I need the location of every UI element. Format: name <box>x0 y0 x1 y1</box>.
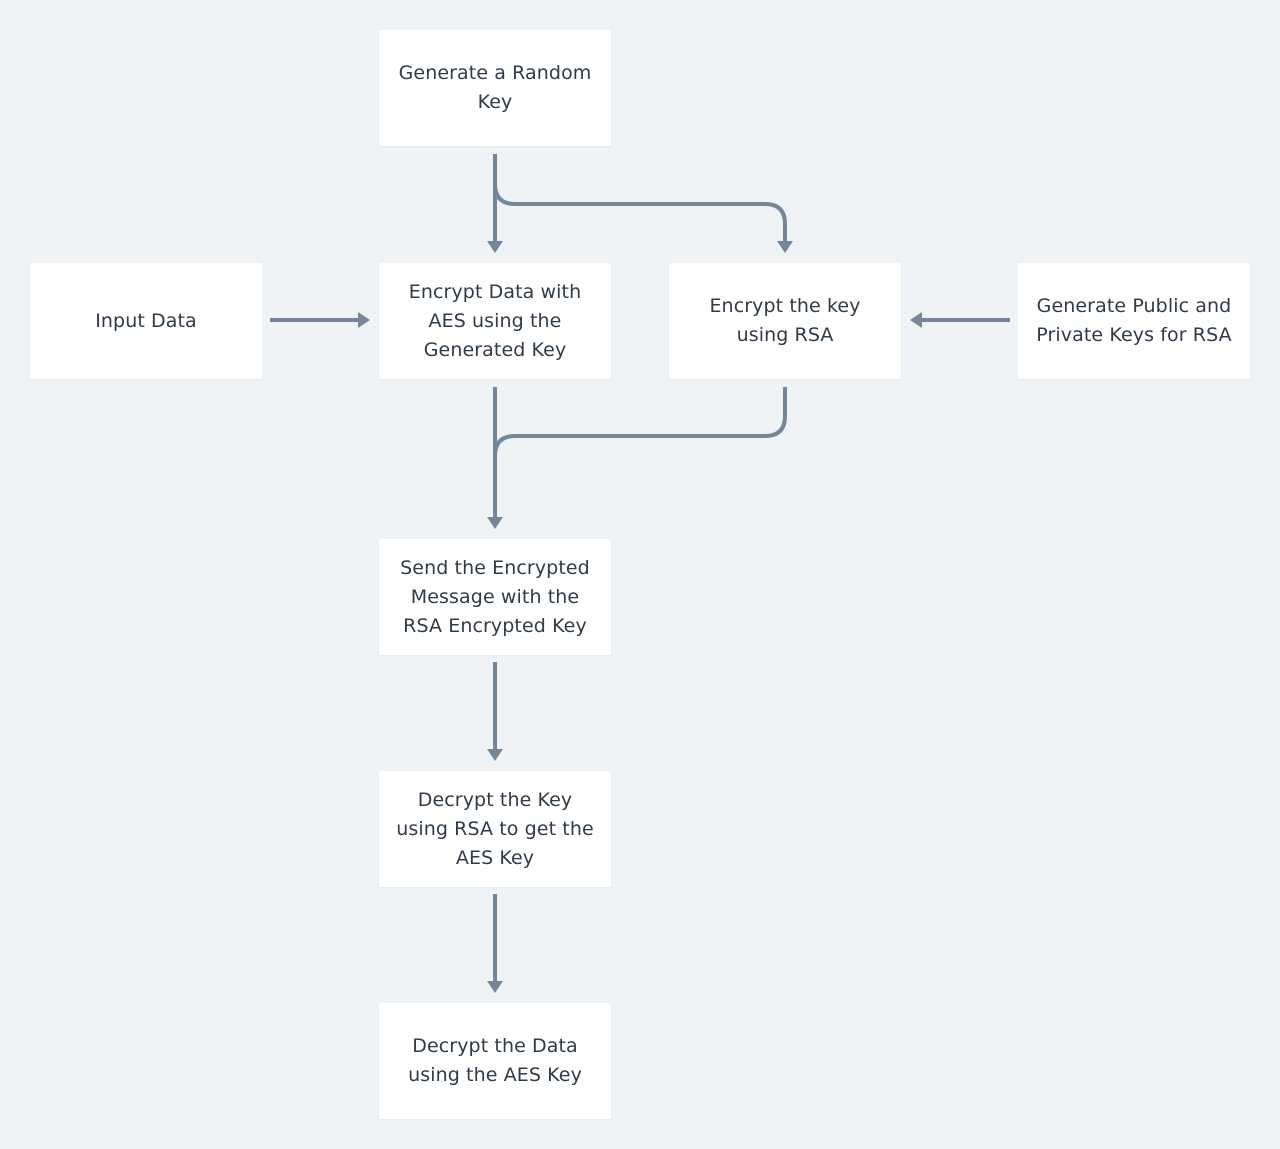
arrowhead-encrypt-aes-top <box>487 241 503 253</box>
node-label-generate-rsa-keys: Generate Public and Private Keys for RSA <box>1036 295 1232 346</box>
edge-random-key-to-encrypt-key <box>493 183 787 243</box>
node-label-send-encrypted-message: Send the Encrypted Message with the RSA … <box>400 556 590 637</box>
node-label-encrypt-data-aes: Encrypt Data with AES using the Generate… <box>408 280 582 361</box>
node-label-decrypt-key-rsa: Decrypt the Key using RSA to get the AES… <box>396 788 594 869</box>
arrowhead-encrypt-aes-left <box>358 312 370 328</box>
node-generate-rsa-keys: Generate Public and Private Keys for RSA <box>1018 263 1250 379</box>
node-label-decrypt-data-aes: Decrypt the Data using the AES Key <box>408 1035 582 1086</box>
node-decrypt-data-aes: Decrypt the Data using the AES Key <box>379 1003 611 1119</box>
node-send-encrypted-message: Send the Encrypted Message with the RSA … <box>379 539 611 655</box>
edge-encrypt-key-to-send <box>493 387 787 472</box>
node-encrypt-key-rsa: Encrypt the key using RSA <box>669 263 901 379</box>
arrowhead-encrypt-key-right <box>910 312 922 328</box>
node-label-generate-random-key: Generate a Random Key <box>398 62 592 113</box>
arrowhead-send-top <box>487 517 503 529</box>
node-encrypt-data-aes: Encrypt Data with AES using the Generate… <box>379 263 611 379</box>
node-label-input-data: Input Data <box>95 309 197 332</box>
arrowhead-decrypt-key-top <box>487 749 503 761</box>
arrowhead-decrypt-data-top <box>487 981 503 993</box>
node-input-data: Input Data <box>30 263 262 379</box>
node-decrypt-key-rsa: Decrypt the Key using RSA to get the AES… <box>379 771 611 887</box>
node-generate-random-key: Generate a Random Key <box>379 30 611 146</box>
node-label-encrypt-key-rsa: Encrypt the key using RSA <box>709 295 861 346</box>
arrowhead-encrypt-key-top <box>777 241 793 253</box>
